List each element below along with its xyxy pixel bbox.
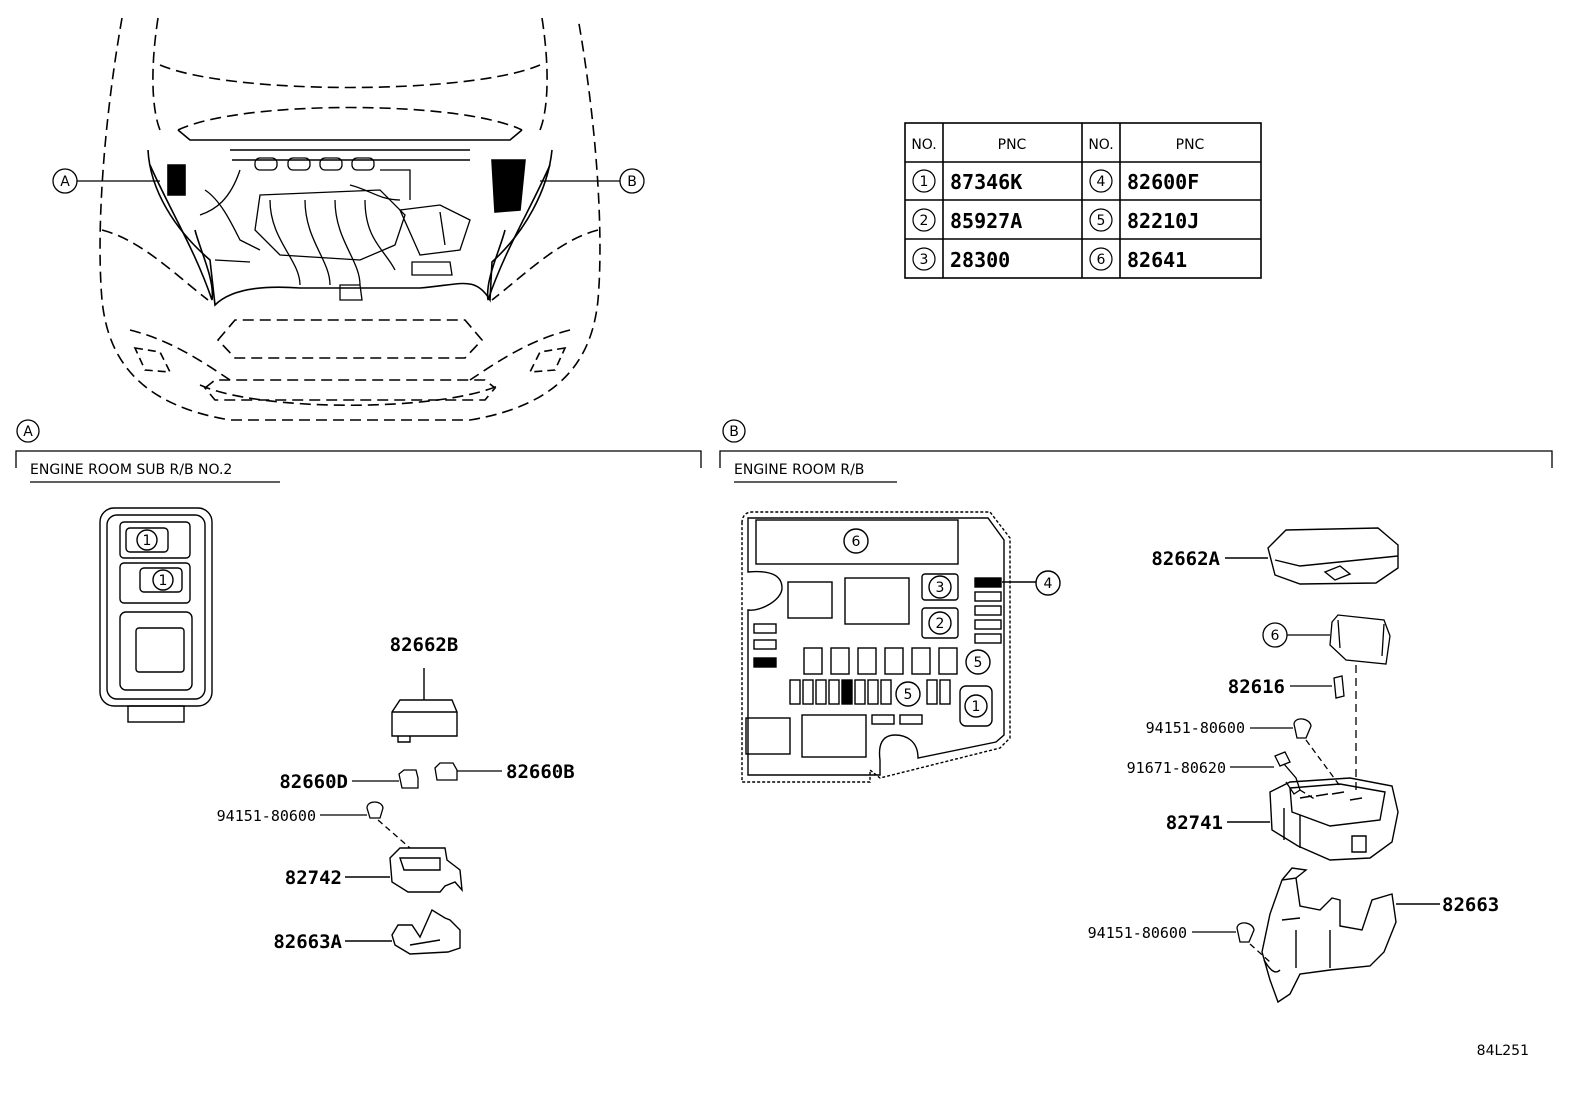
- relay-block-82741: [1227, 777, 1399, 861]
- section-a-header: A ENGINE ROOM SUB R/B NO.2: [15, 419, 702, 483]
- locator-a: A: [52, 168, 160, 194]
- callout-5: 5: [904, 687, 913, 703]
- callout-6: 6: [852, 534, 861, 550]
- clip-94151-80600-c: [1192, 922, 1271, 963]
- relay-82660d: [352, 769, 419, 789]
- svg-text:ENGINE ROOM R/B: ENGINE ROOM R/B: [734, 462, 864, 478]
- table-pnc: 85927A: [950, 209, 1022, 233]
- svg-text:ENGINE ROOM SUB R/B NO.2: ENGINE ROOM SUB R/B NO.2: [30, 462, 232, 478]
- table-no: 5: [1097, 213, 1106, 229]
- svg-text:A: A: [60, 174, 70, 190]
- pnc-table: [904, 122, 1262, 279]
- callout-1: 1: [143, 533, 152, 549]
- part-82741: 82741: [1166, 812, 1223, 834]
- part-94151-80600: 94151-80600: [217, 807, 316, 825]
- relay-cover-82662b: [391, 668, 458, 743]
- part-94151-80600: 94151-80600: [1088, 924, 1187, 942]
- clip-94151-80600-b: [1250, 718, 1341, 787]
- table-no: 6: [1097, 252, 1106, 268]
- table-no: 1: [920, 174, 929, 190]
- callout-5: 5: [974, 655, 983, 671]
- table-pnc: 82641: [1127, 248, 1187, 272]
- part-82742: 82742: [285, 867, 342, 889]
- part-82616: 82616: [1228, 676, 1285, 698]
- relay-block-82742: [345, 847, 463, 893]
- part-91671-80620: 91671-80620: [1127, 759, 1226, 777]
- part-82660b: 82660B: [506, 761, 575, 783]
- table-header-pnc: PNC: [1176, 137, 1205, 153]
- relay-82641: [1262, 614, 1391, 790]
- table-no: 3: [920, 252, 929, 268]
- relay-block-cover-82662a: [1225, 527, 1399, 585]
- table-header-no: NO.: [911, 137, 936, 153]
- relay-block-face: [741, 511, 1061, 783]
- lower-cover-82663: [1261, 867, 1440, 1004]
- callout-1: 1: [972, 699, 981, 715]
- cover-82663a: [345, 908, 461, 955]
- callout-2: 2: [936, 616, 945, 632]
- table-pnc: 82600F: [1127, 170, 1199, 194]
- clip-94151-80600: [320, 801, 411, 849]
- bolt-91671-80620: [1230, 751, 1317, 801]
- callout-4: 4: [1044, 576, 1053, 592]
- part-82660d: 82660D: [279, 771, 348, 793]
- section-b-header: B ENGINE ROOM R/B: [719, 419, 1553, 483]
- table-header-pnc: PNC: [998, 137, 1027, 153]
- sub-relay-block-face: [99, 507, 213, 723]
- svg-text:B: B: [627, 174, 637, 190]
- callout-1: 1: [159, 573, 168, 589]
- fuse-82616: [1290, 675, 1345, 699]
- figure-code: 84L251: [1477, 1043, 1529, 1059]
- callout-6: 6: [1271, 628, 1280, 644]
- vehicle-front-view: [99, 17, 601, 421]
- table-pnc: 87346K: [950, 170, 1022, 194]
- svg-text:B: B: [729, 424, 739, 440]
- part-82662b: 82662B: [390, 634, 459, 656]
- callout-3: 3: [936, 580, 945, 596]
- table-pnc: 28300: [950, 248, 1010, 272]
- svg-text:A: A: [23, 424, 33, 440]
- part-94151-80600: 94151-80600: [1146, 719, 1245, 737]
- part-82662a: 82662A: [1151, 548, 1220, 570]
- table-header-no: NO.: [1088, 137, 1113, 153]
- part-82663: 82663: [1442, 894, 1499, 916]
- relay-82660b: [434, 762, 502, 781]
- locator-b: B: [540, 168, 645, 194]
- table-no: 4: [1097, 174, 1106, 190]
- table-no: 2: [920, 213, 929, 229]
- table-pnc: 82210J: [1127, 209, 1199, 233]
- part-82663a: 82663A: [273, 931, 342, 953]
